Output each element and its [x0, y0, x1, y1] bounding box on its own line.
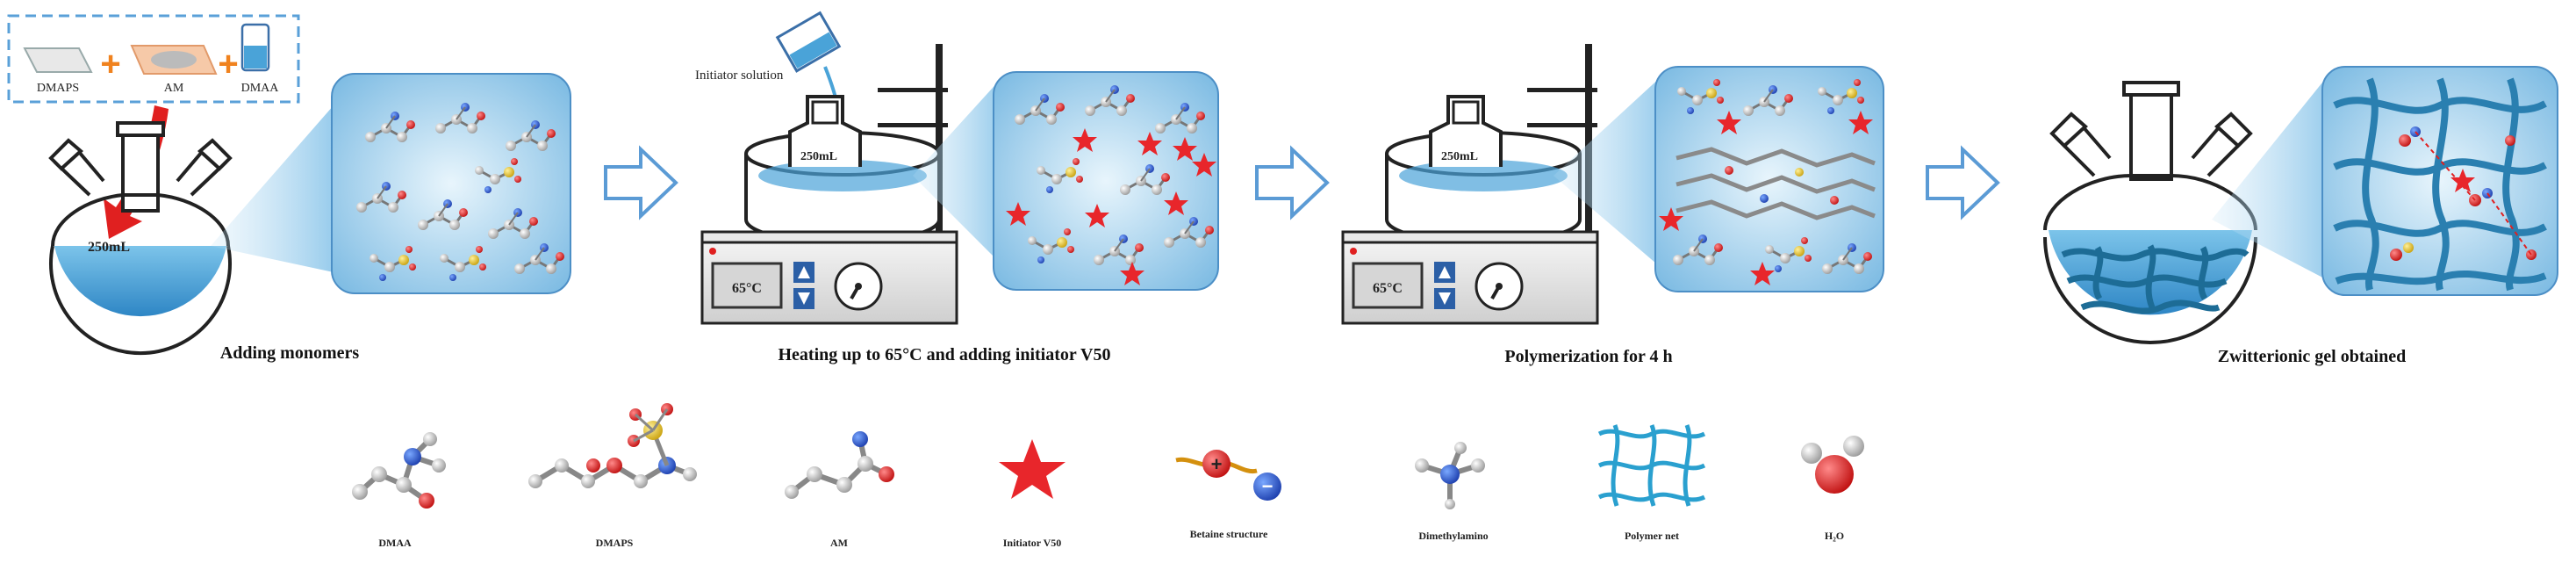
legend-polymer-net: Polymer net: [1597, 424, 1706, 542]
zoom-panel-gel: [2321, 66, 2558, 296]
dmaps-label: DMAPS: [37, 82, 79, 95]
legend-betaine: + − Betaine structure: [1175, 450, 1281, 540]
volume-label-3: 250mL: [1441, 150, 1478, 163]
step-4-gel-obtained: Zwitterionic gel obtained: [2043, 66, 2558, 366]
dmaa-liquid: [244, 46, 267, 69]
zoom-panel-monomers: [331, 73, 571, 294]
legend-label-dmaa: DMAA: [378, 537, 412, 549]
next-step-arrow-icon-3: [1926, 145, 2000, 220]
polymer-chains: [1659, 77, 1876, 285]
next-step-arrow-icon-2: [1255, 145, 1330, 220]
flask-in-bath-icon: [788, 95, 862, 167]
zoom-beam-3: [1553, 76, 1662, 269]
dmaps-powder-icon: [23, 47, 93, 73]
gel-network: [2333, 77, 2547, 292]
temperature-display-2: [1352, 262, 1424, 309]
legend-initiator: Initiator V50: [999, 439, 1066, 549]
zoom-beam-4: [2212, 74, 2329, 281]
water-molecule-icon: [1801, 436, 1864, 494]
dmaa-label: DMAA: [241, 82, 280, 95]
temperature-readout-2: 65°C: [1373, 281, 1403, 296]
temperature-display: [711, 262, 783, 309]
legend-label-water: H₂O: [1825, 530, 1844, 542]
plus-sign: +: [100, 45, 120, 83]
step-2-caption: Heating up to 65°C and adding initiator …: [778, 345, 1110, 364]
legend-label-dimethylamino: Dimethylamino: [1418, 530, 1488, 542]
dmaa-molecule-icon: [352, 432, 446, 509]
legend-label-am: AM: [830, 537, 848, 549]
legend: DMAA DMAPS: [352, 403, 1864, 549]
legend-water: H₂O: [1801, 436, 1864, 542]
step-1-caption: Adding monomers: [220, 343, 360, 363]
step-1-adding-monomers: DMAPS + AM + DMAA 250mL: [7, 14, 571, 363]
star-icon: [999, 439, 1066, 499]
svg-text:+: +: [1211, 453, 1223, 475]
flask-in-bath-icon-2: [1429, 95, 1503, 167]
legend-label-dmaps: DMAPS: [596, 537, 634, 549]
am-molecule-icon: [785, 431, 894, 499]
next-step-arrow-icon: [604, 145, 678, 220]
zoom-beam: [211, 105, 334, 272]
legend-dmaa: DMAA: [352, 432, 446, 549]
plus-sign-2: +: [218, 45, 238, 83]
gel-flask-icon: [2043, 81, 2257, 344]
beaker-pouring-icon: [775, 11, 842, 73]
legend-am: AM: [785, 431, 894, 549]
am-powder-pile: [151, 51, 197, 69]
zoom-panel-polymerization: [1654, 66, 1884, 292]
step-3-caption: Polymerization for 4 h: [1504, 347, 1672, 366]
step-2-heating: Initiator solution 250mL 65°C: [695, 11, 1219, 364]
legend-label-initiator: Initiator V50: [1003, 537, 1062, 549]
legend-label-betaine: Betaine structure: [1190, 528, 1268, 540]
volume-label: 250mL: [88, 240, 130, 255]
stand-clamp-2: [878, 123, 948, 127]
am-label: AM: [164, 82, 184, 95]
zoom-beam-2: [913, 79, 1001, 263]
dimethylamino-icon: [1415, 442, 1485, 509]
volume-label-2: 250mL: [800, 150, 837, 163]
step-4-caption: Zwitterionic gel obtained: [2218, 347, 2406, 366]
step-3-polymerization: 250mL 65°C Polymerization for 4 h: [1341, 44, 1884, 366]
svg-text:−: −: [1262, 475, 1274, 497]
legend-label-polymer-net: Polymer net: [1625, 530, 1679, 542]
temperature-readout: 65°C: [732, 281, 762, 296]
reagent-box: [7, 14, 300, 104]
initiator-solution-label: Initiator solution: [695, 69, 784, 83]
indicator-light: [709, 248, 716, 255]
stand-clamp: [878, 88, 948, 92]
gel-betaine-groups: [2390, 126, 2537, 261]
betaine-icon: + −: [1175, 450, 1281, 501]
three-neck-flask-icon: 250mL: [48, 121, 233, 356]
legend-dmaps: DMAPS: [528, 403, 697, 549]
legend-dimethylamino: Dimethylamino: [1415, 442, 1489, 542]
polymer-net-icon: [1597, 424, 1706, 507]
dmaps-molecule-icon: [528, 403, 697, 488]
